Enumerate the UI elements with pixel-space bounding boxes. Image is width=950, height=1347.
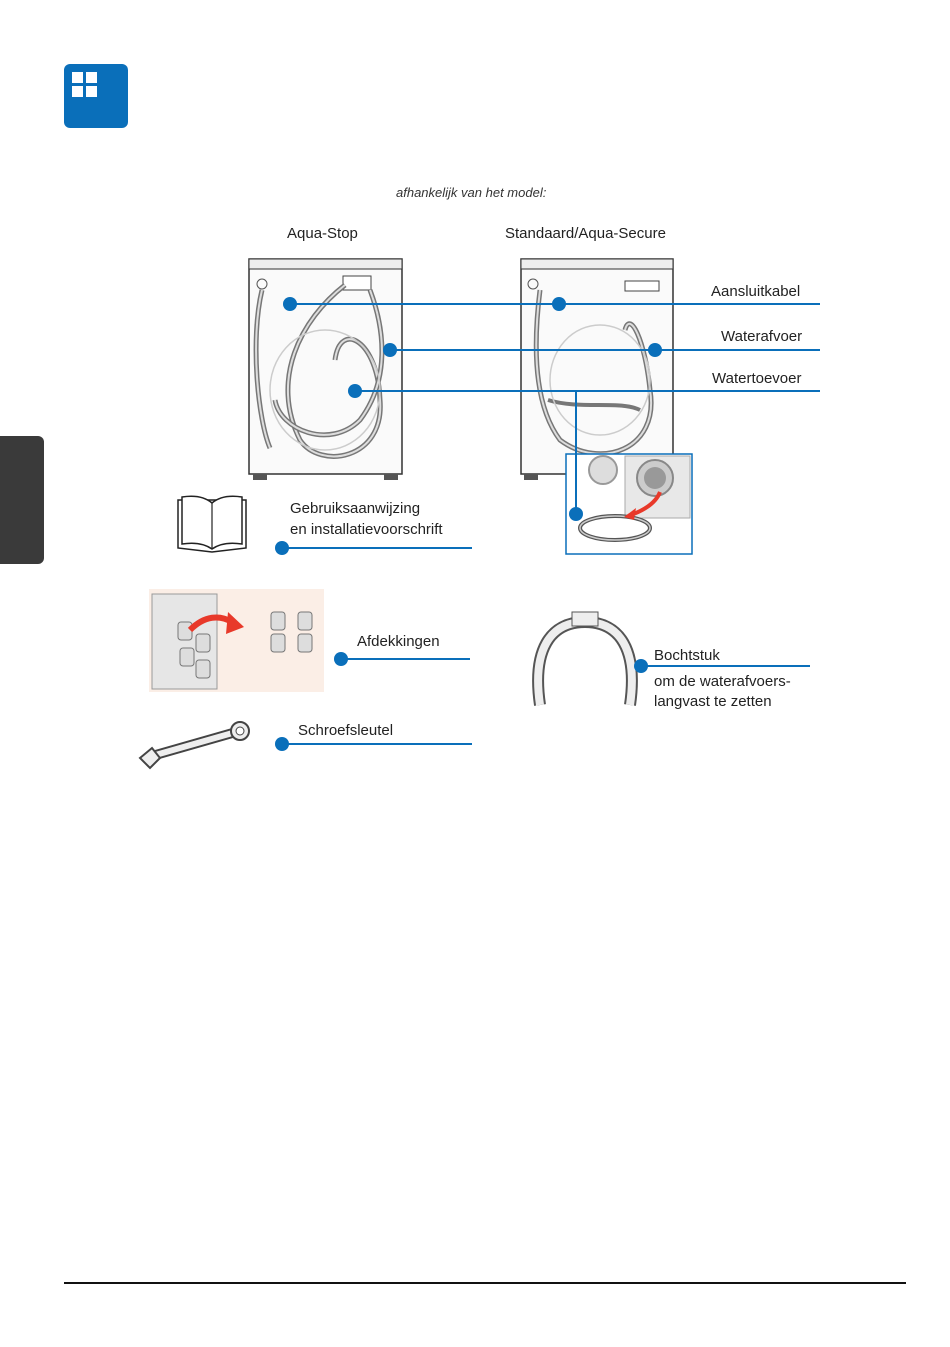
label-bochtstuk-desc1: om de waterafvoers- bbox=[654, 671, 791, 692]
label-waterafvoer: Waterafvoer bbox=[721, 326, 802, 347]
aqua-stop-machine-illustration bbox=[249, 259, 402, 480]
label-schroefsleutel: Schroefsleutel bbox=[298, 720, 393, 741]
label-bochtstuk-desc2: langvast te zetten bbox=[654, 691, 772, 712]
covers-illustration bbox=[149, 589, 324, 692]
footer-divider bbox=[64, 1282, 906, 1284]
standard-machine-illustration bbox=[521, 259, 673, 480]
book-icon bbox=[178, 496, 246, 552]
inlet-hose-inset bbox=[566, 454, 692, 554]
label-afdekkingen: Afdekkingen bbox=[357, 631, 440, 652]
label-aansluitkabel: Aansluitkabel bbox=[711, 281, 800, 302]
hose-bend-illustration bbox=[538, 612, 632, 705]
spanner-icon bbox=[140, 722, 249, 768]
label-manual-line1: Gebruiksaanwijzing bbox=[290, 498, 420, 519]
label-watertoevoer: Watertoevoer bbox=[712, 368, 801, 389]
label-manual-line2: en installatievoorschrift bbox=[290, 519, 443, 540]
label-bochtstuk: Bochtstuk bbox=[654, 645, 720, 666]
